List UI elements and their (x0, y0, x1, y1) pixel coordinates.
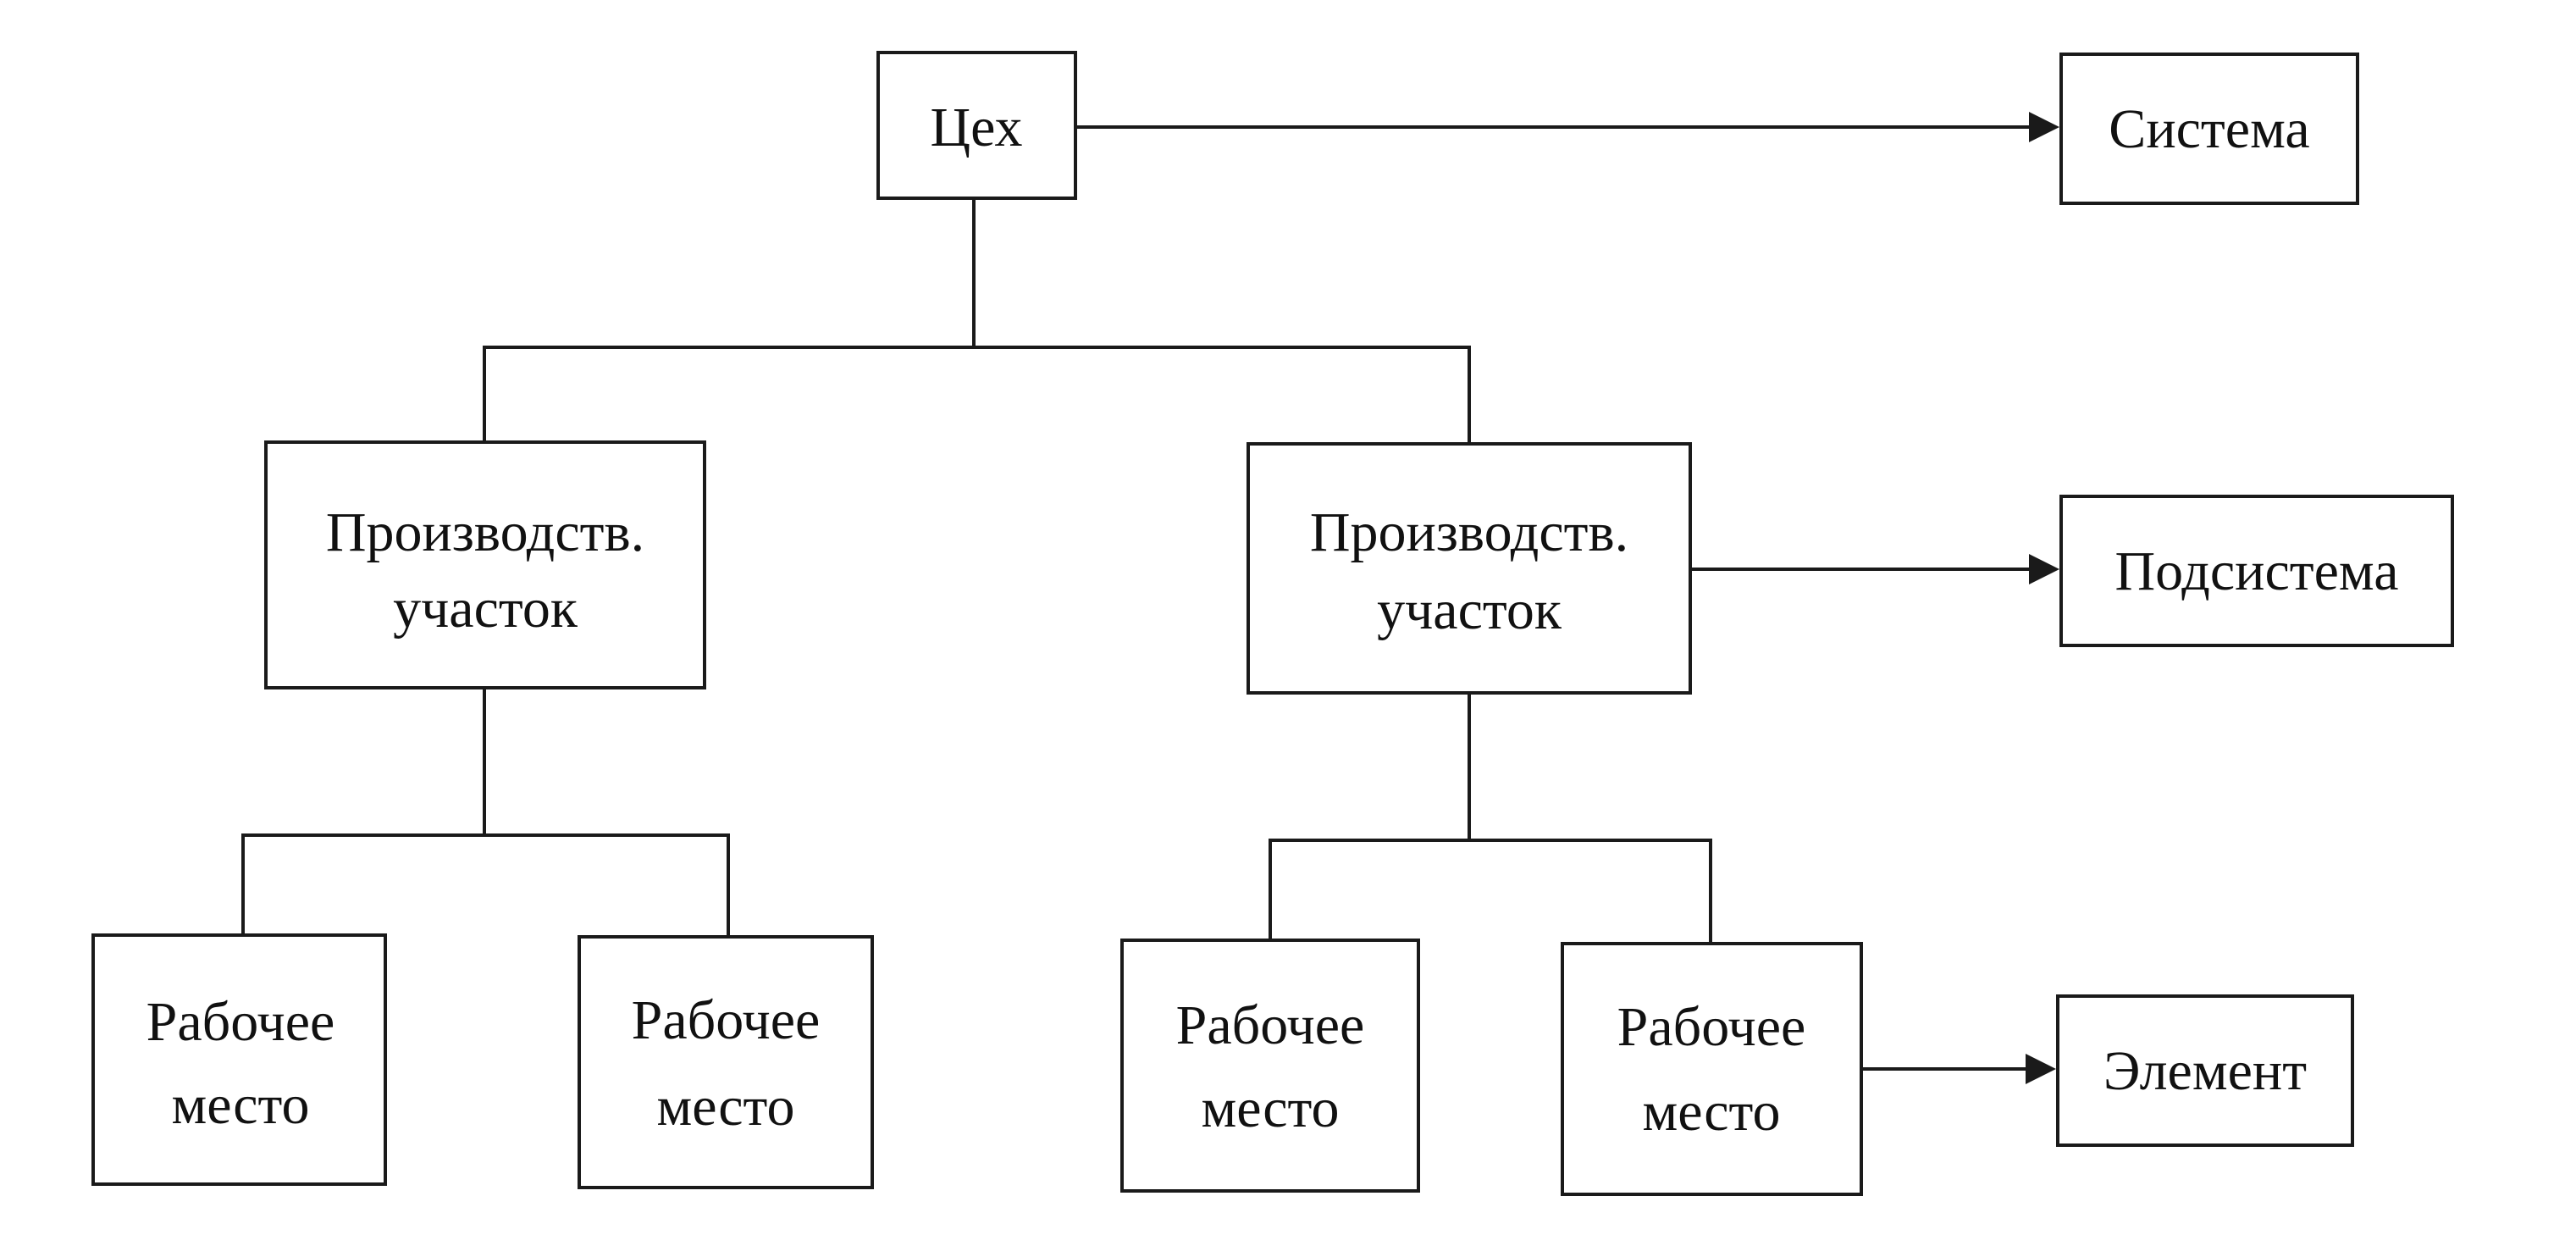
node-workplace-3-box (1120, 939, 1420, 1193)
node-workplace-4-box (1561, 942, 1863, 1196)
arrow-to-subsystem-head (2029, 554, 2059, 584)
level-element-box (2056, 994, 2354, 1147)
node-section-1-line1: Производств. (326, 501, 644, 563)
node-workplace-2-line1: Рабочее (632, 989, 821, 1051)
node-workplace-2-box (578, 935, 874, 1189)
node-workplace-3-line1: Рабочее (1176, 994, 1365, 1056)
node-workplace-4-line2: место (1643, 1081, 1781, 1143)
node-root-label: Цех (930, 97, 1022, 158)
node-section-1: Производств. участок (264, 440, 706, 689)
node-workplace-4: Рабочее место (1561, 942, 1863, 1196)
node-root-box (876, 51, 1077, 200)
node-workplace-3-line2: место (1202, 1077, 1340, 1139)
connectors (241, 197, 1712, 944)
connector-root-bus (483, 346, 1471, 444)
arrow-to-system-head (2029, 112, 2059, 142)
level-system: Система (2059, 53, 2359, 205)
level-system-label: Система (2109, 98, 2309, 160)
node-root: Цех (876, 51, 1077, 200)
level-system-box (2059, 53, 2359, 205)
node-section-2-line2: участок (1377, 579, 1562, 641)
node-workplace-4-line1: Рабочее (1617, 996, 1806, 1058)
node-section-2-line1: Производств. (1310, 501, 1628, 563)
level-element-label: Элемент (2103, 1040, 2307, 1102)
connector-section-1-bus (241, 833, 730, 937)
node-workplace-3: Рабочее место (1120, 939, 1420, 1193)
node-section-1-line2: участок (393, 578, 578, 640)
node-workplace-1-line1: Рабочее (146, 991, 335, 1053)
node-workplace-2-line2: место (657, 1076, 795, 1138)
node-section-2-box (1247, 442, 1692, 695)
level-subsystem: Подсистема (2059, 495, 2454, 647)
node-section-2: Производств. участок (1247, 442, 1692, 695)
level-arrows (1075, 112, 2059, 1084)
node-workplace-1-line2: место (172, 1074, 310, 1136)
level-subsystem-box (2059, 495, 2454, 647)
node-workplace-1-box (91, 933, 387, 1186)
arrow-to-element-head (2026, 1054, 2056, 1084)
node-workplace-2: Рабочее место (578, 935, 874, 1189)
level-element: Элемент (2056, 994, 2354, 1147)
level-subsystem-label: Подсистема (2115, 540, 2399, 602)
connector-section-2-bus (1269, 839, 1712, 944)
node-section-1-box (264, 440, 706, 689)
node-workplace-1: Рабочее место (91, 933, 387, 1186)
